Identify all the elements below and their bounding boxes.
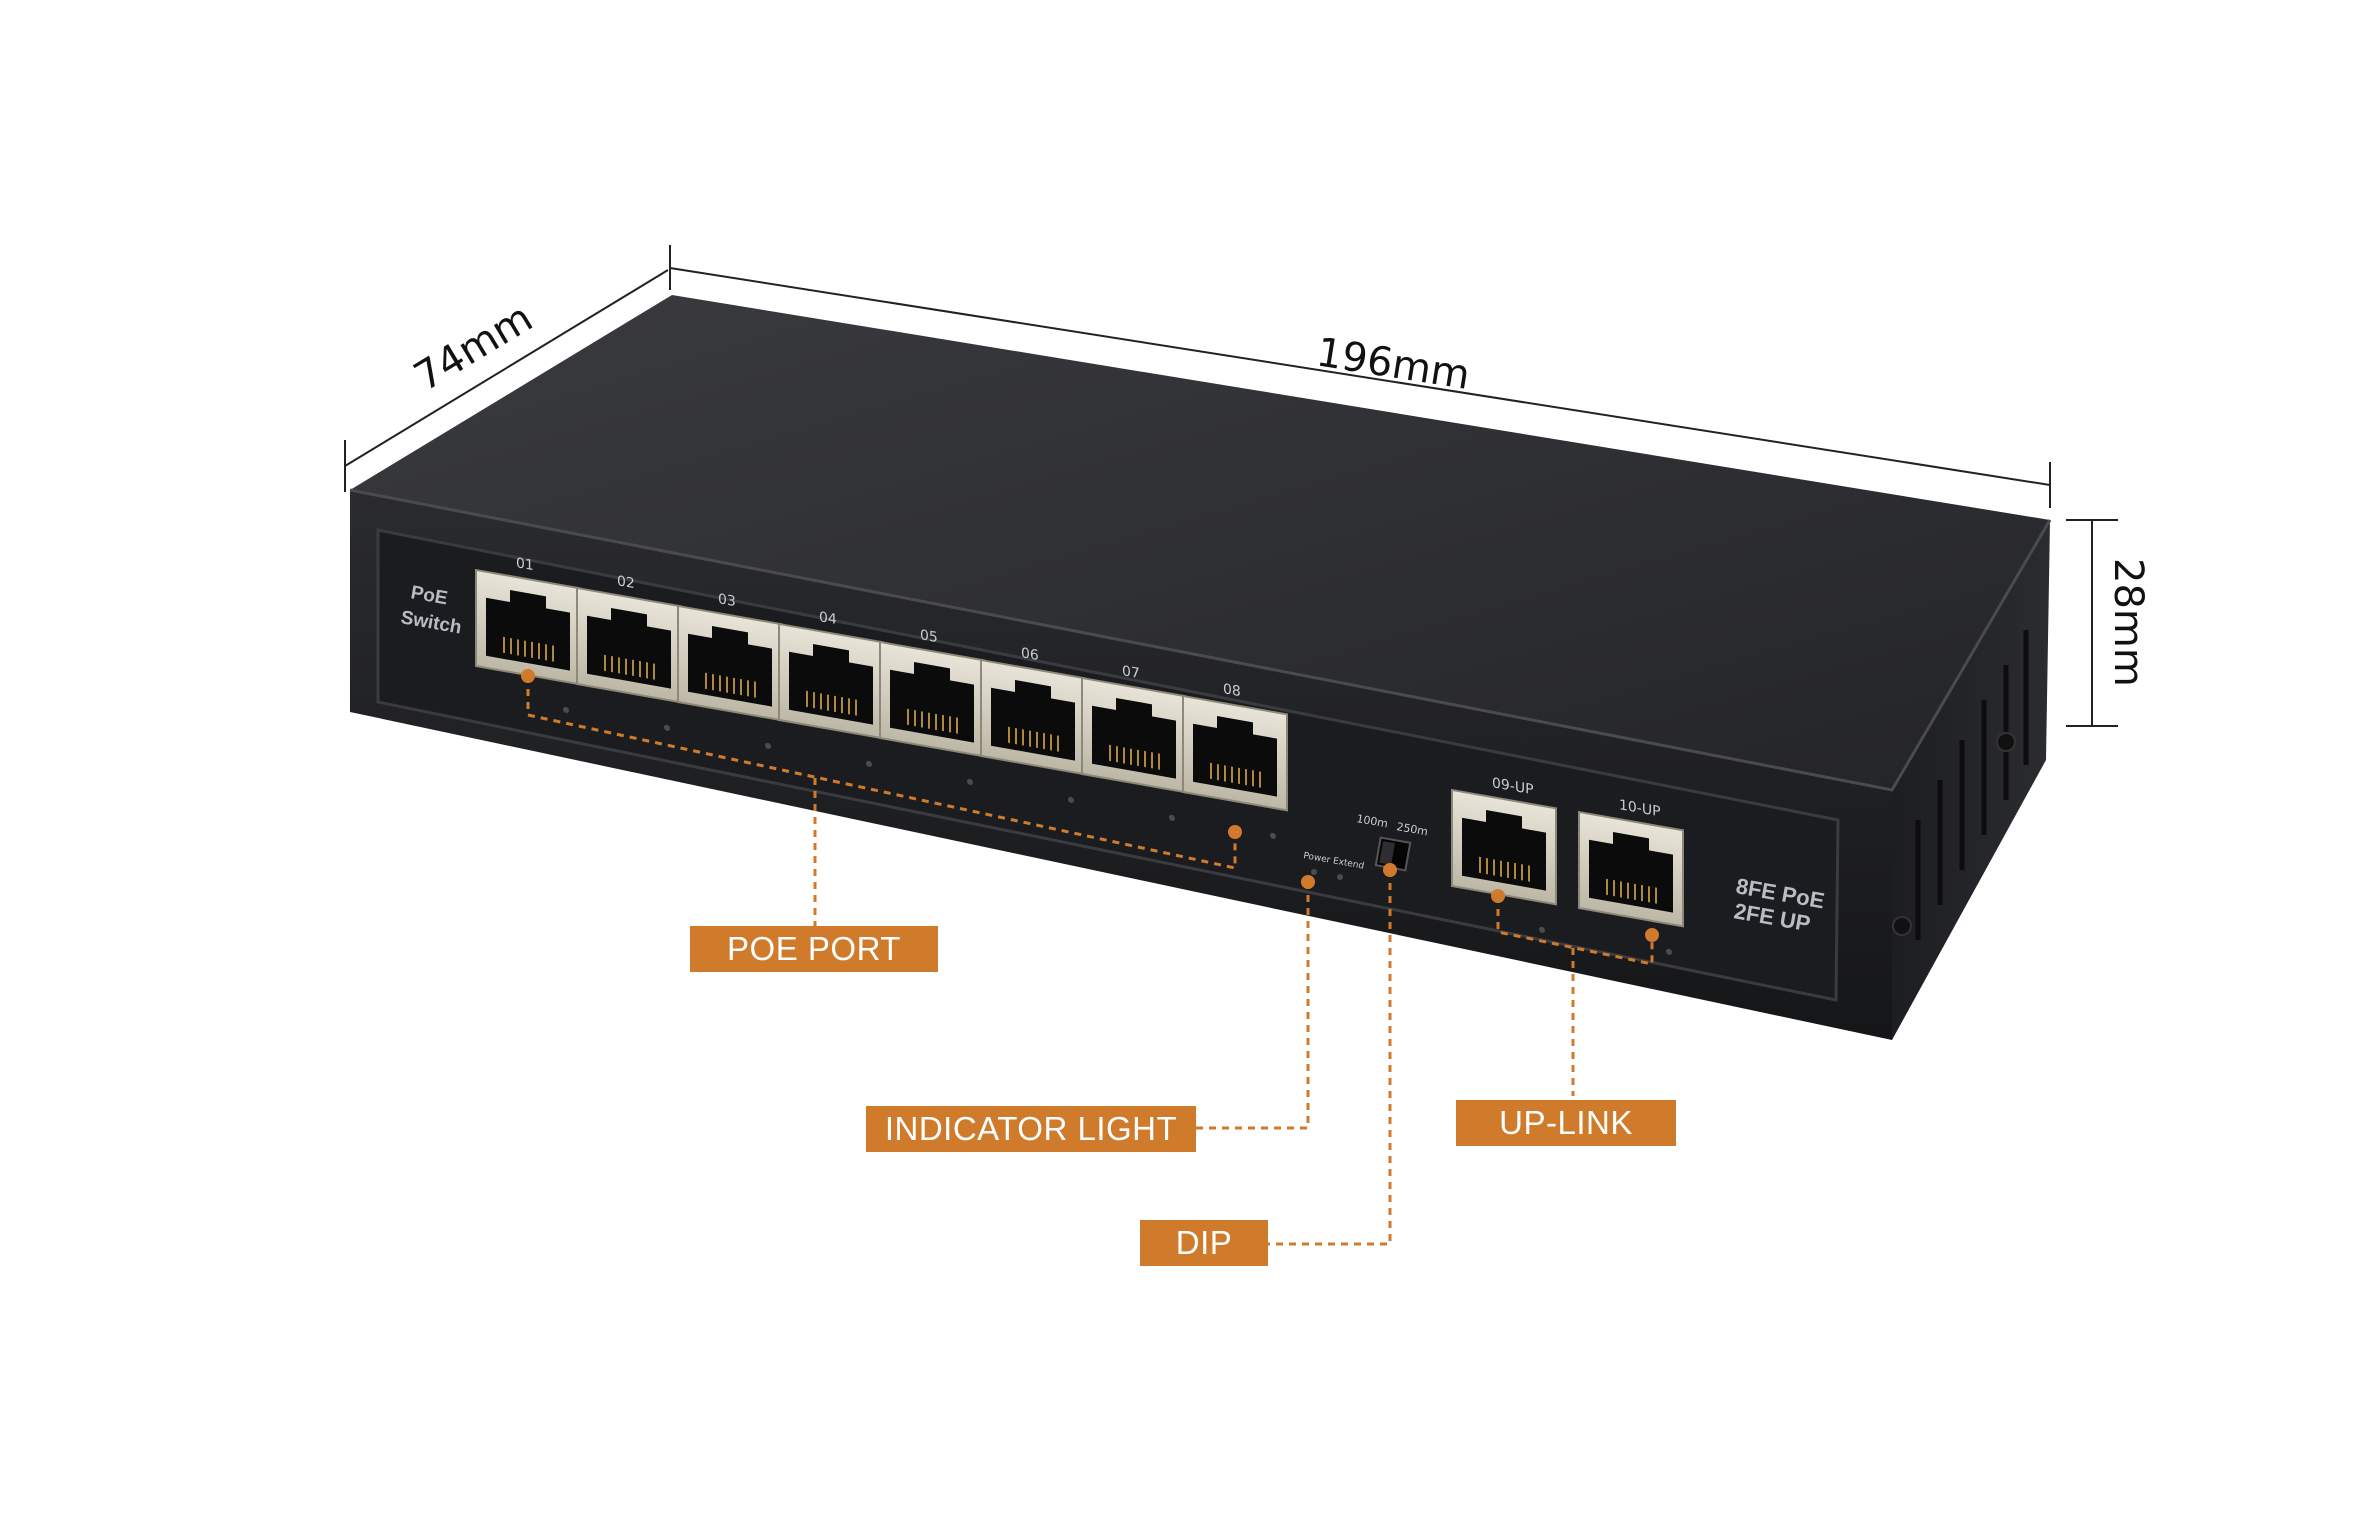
poe-port-4[interactable]: 04 (778, 602, 884, 769)
uplink-port-label: 10-UP (1619, 797, 1661, 820)
poe-port-led (1270, 832, 1276, 839)
callout-up-link: UP-LINK (1456, 1100, 1676, 1146)
uplink-port-label: 09-UP (1492, 775, 1534, 798)
poe-port-label: 07 (1122, 663, 1140, 682)
uplink-port-led (1539, 926, 1545, 933)
uplink-port-led (1666, 948, 1672, 955)
dip-label-left: 100m (1355, 812, 1388, 830)
side-vents (1915, 630, 2029, 940)
uplink-leader (1496, 896, 1654, 966)
poe-port-7[interactable]: 07 (1081, 656, 1187, 823)
poe-port-led (563, 706, 569, 713)
housing-right-side (1892, 520, 2050, 1040)
poe-port-led (664, 724, 670, 731)
uplink-port-2[interactable]: 10-UP (1578, 790, 1684, 957)
indicator-leader (1196, 882, 1310, 1130)
poe-port-8[interactable]: 08 (1182, 674, 1288, 841)
screw-front (1892, 916, 1912, 936)
dimension-lines (344, 245, 2118, 727)
poe-port-led (1068, 796, 1074, 803)
dip-label-right: 250m (1395, 820, 1428, 838)
callout-indicator-light-text: INDICATOR LIGHT (884, 1110, 1178, 1147)
housing-top (350, 295, 2050, 790)
poe-port-led (1169, 814, 1175, 821)
dip-toggle[interactable] (1379, 841, 1395, 865)
poe-port-label: 04 (819, 609, 837, 628)
dimension-width: 196mm (1313, 329, 1473, 399)
callout-leaders (526, 676, 1654, 1246)
callout-dip-text: DIP (1175, 1224, 1233, 1261)
poe-port-label: 08 (1223, 681, 1241, 700)
callout-up-link-text: UP-LINK (1499, 1104, 1633, 1141)
poe-port-3[interactable]: 03 (677, 584, 783, 751)
poe-port-1[interactable]: 01 (475, 548, 581, 715)
callout-poe-port-text: POE PORT (727, 930, 901, 967)
poe-port-2[interactable]: 02 (576, 566, 682, 733)
poe-port-6[interactable]: 06 (980, 638, 1086, 805)
callout-dip: DIP (1140, 1220, 1268, 1266)
callout-poe-port: POE PORT (690, 926, 938, 972)
screw-side (1996, 732, 2016, 752)
poe-port-label: 02 (617, 573, 635, 592)
poe-port-led (866, 760, 872, 767)
callout-dots (521, 669, 1659, 942)
poe-port-led (765, 742, 771, 749)
poe-port-led (967, 778, 973, 785)
dimension-height: 28mm (2105, 558, 2151, 687)
callout-indicator-light: INDICATOR LIGHT (866, 1106, 1196, 1152)
poe-port-label: 05 (920, 627, 938, 646)
poe-port-label: 01 (516, 555, 534, 574)
uplink-port-group: 09-UP 10-UP (1451, 768, 1684, 957)
poe-leader (526, 676, 1237, 870)
power-extend-led-2 (1337, 874, 1343, 880)
poe-port-label: 06 (1021, 645, 1039, 664)
uplink-port-1[interactable]: 09-UP (1451, 768, 1557, 935)
poe-port-5[interactable]: 05 (879, 620, 985, 787)
poe-port-label: 03 (718, 591, 736, 610)
dimension-depth: 74mm (406, 295, 540, 401)
dip-leader (1268, 870, 1392, 1246)
power-extend-led (1311, 869, 1317, 875)
poe-port-group: 01 02 03 04 05 06 07 08 (475, 548, 1288, 841)
